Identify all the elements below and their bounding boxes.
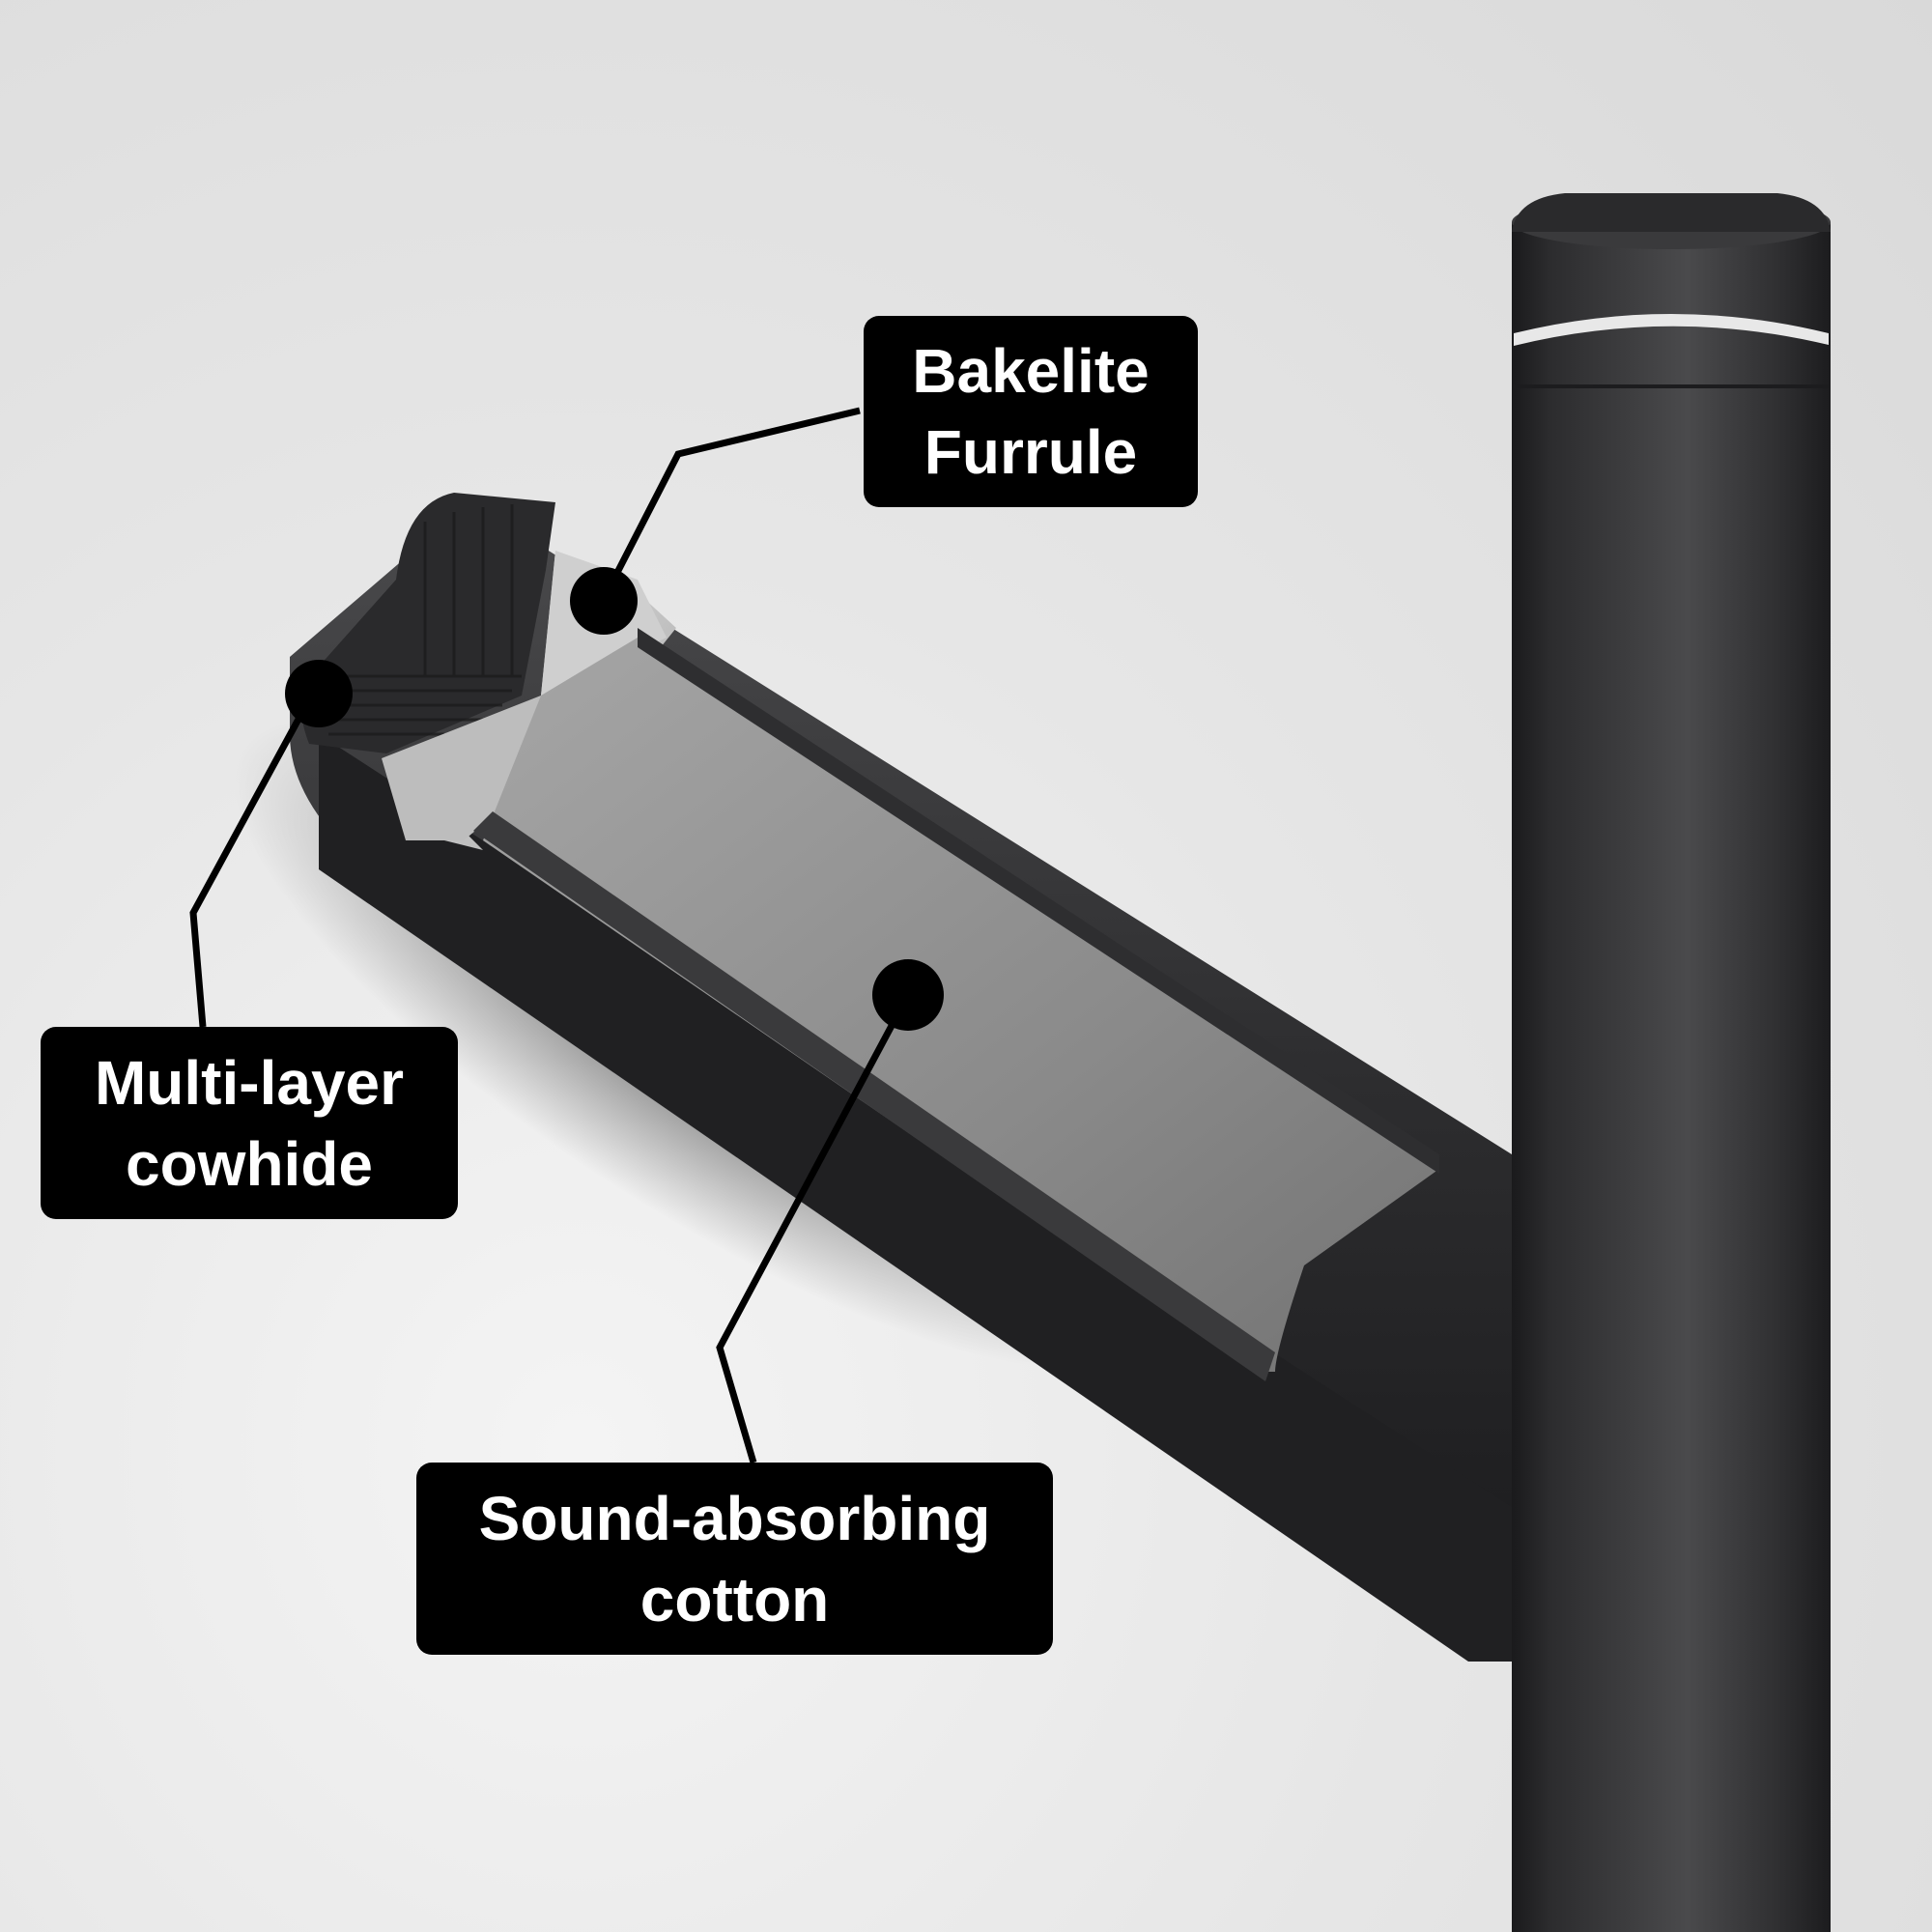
vertical-cue-shaft bbox=[1512, 193, 1831, 1932]
label-line-1: Sound-absorbing bbox=[478, 1483, 991, 1553]
vertical-shaft-body bbox=[1512, 222, 1831, 1932]
leader-line-cotton bbox=[716, 993, 912, 1463]
label-line-1: Multi-layer bbox=[94, 1047, 405, 1118]
callout-dots bbox=[285, 567, 944, 1031]
cotton-channel bbox=[483, 638, 1439, 1372]
channel-upper-wall bbox=[638, 628, 1439, 1174]
leader-line-cowhide bbox=[189, 689, 318, 1028]
label-line-2: cotton bbox=[639, 1564, 830, 1634]
vertical-shaft-cap bbox=[1512, 193, 1831, 232]
callout-dot-cotton bbox=[872, 959, 944, 1031]
label-bakelite-ferrule: Bakelite Furrule bbox=[864, 316, 1198, 507]
channel-lower-wall bbox=[473, 811, 1275, 1381]
diagonal-shaft-lower bbox=[319, 734, 1512, 1662]
callout-dot-bakelite bbox=[570, 567, 638, 635]
accent-ring bbox=[1514, 314, 1829, 346]
cowhide-layers bbox=[301, 493, 555, 753]
label-sound-absorbing-cotton: Sound-absorbing cotton bbox=[416, 1463, 1053, 1655]
leader-line-bakelite bbox=[600, 407, 861, 601]
label-multi-layer-cowhide: Multi-layer cowhide bbox=[41, 1027, 458, 1219]
callout-dot-cowhide bbox=[285, 660, 353, 727]
leader-lines bbox=[189, 407, 912, 1463]
label-line-2: cowhide bbox=[125, 1128, 374, 1199]
label-line-2: Furrule bbox=[923, 417, 1138, 487]
label-line-1: Bakelite bbox=[912, 336, 1150, 406]
